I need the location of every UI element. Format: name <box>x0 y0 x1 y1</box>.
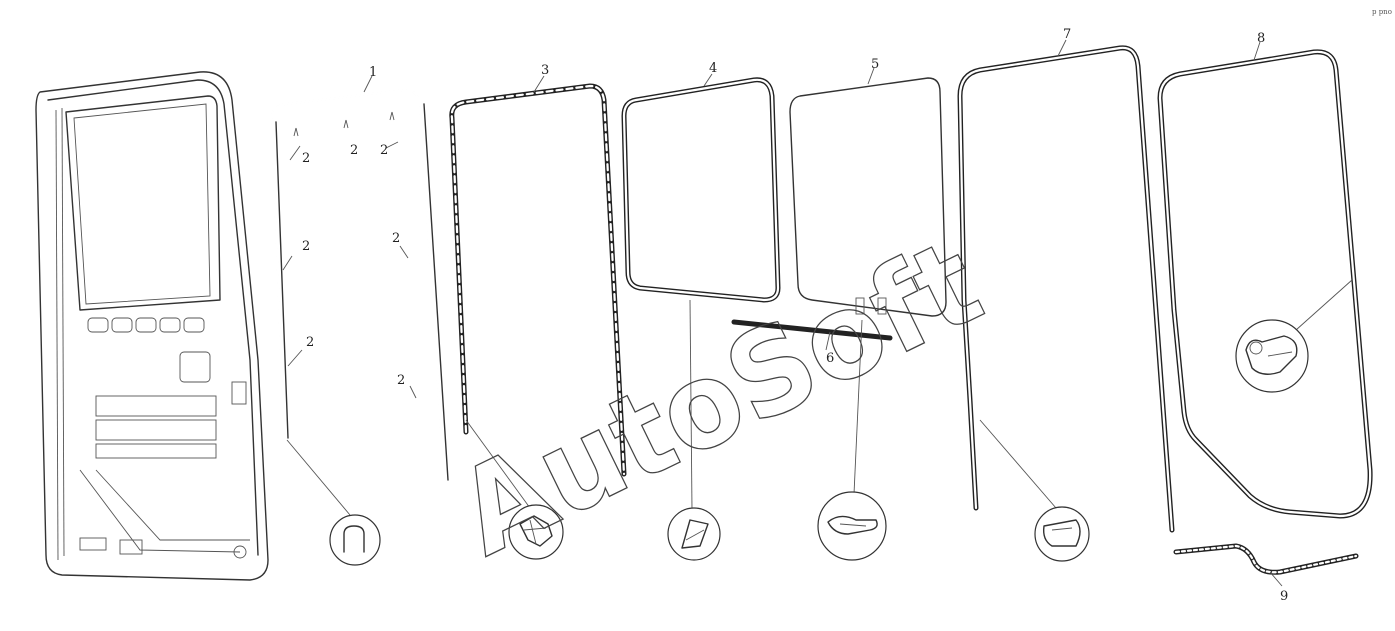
callout-2: 2 <box>397 373 405 388</box>
section-view-part-6 <box>817 491 887 561</box>
callout-1: 1 <box>369 65 377 80</box>
section-view-part-1 <box>329 514 381 566</box>
corner-mark: p pno <box>1372 8 1392 16</box>
callout-9: 9 <box>1280 589 1288 604</box>
part-8-body-weatherstrip <box>1157 49 1373 519</box>
callout-2: 2 <box>350 143 358 158</box>
callout-8: 8 <box>1257 31 1265 46</box>
callout-4: 4 <box>709 61 717 76</box>
part-7-door-opening-seal <box>957 45 1175 533</box>
callout-2: 2 <box>380 143 388 158</box>
section-view-part-4 <box>667 507 721 561</box>
part-3-door-frame-seal <box>449 83 627 477</box>
callout-2: 2 <box>302 151 310 166</box>
callout-2: 2 <box>392 231 400 246</box>
callout-7: 7 <box>1063 27 1071 42</box>
door-panel <box>35 71 269 581</box>
callout-labels: 1 2 2 2 2 2 2 2 3 4 5 6 7 8 9 <box>302 27 1288 604</box>
part-9-lower-strip <box>1173 543 1359 575</box>
callout-5: 5 <box>871 57 879 72</box>
callout-2: 2 <box>306 335 314 350</box>
part-4-window-seal-loop <box>621 77 781 303</box>
door-cutouts <box>79 317 250 559</box>
part-1-glass-run-channel <box>270 88 449 482</box>
callout-3: 3 <box>541 63 549 78</box>
leader-lines <box>286 39 1353 587</box>
callout-2: 2 <box>302 239 310 254</box>
callout-6: 6 <box>826 351 834 366</box>
part-5-door-glass <box>789 77 947 317</box>
section-view-part-8 <box>1235 319 1309 393</box>
part-6-glass-lower-channel <box>731 319 893 341</box>
section-view-part-7 <box>1034 506 1090 562</box>
section-view-part-3 <box>508 504 564 560</box>
